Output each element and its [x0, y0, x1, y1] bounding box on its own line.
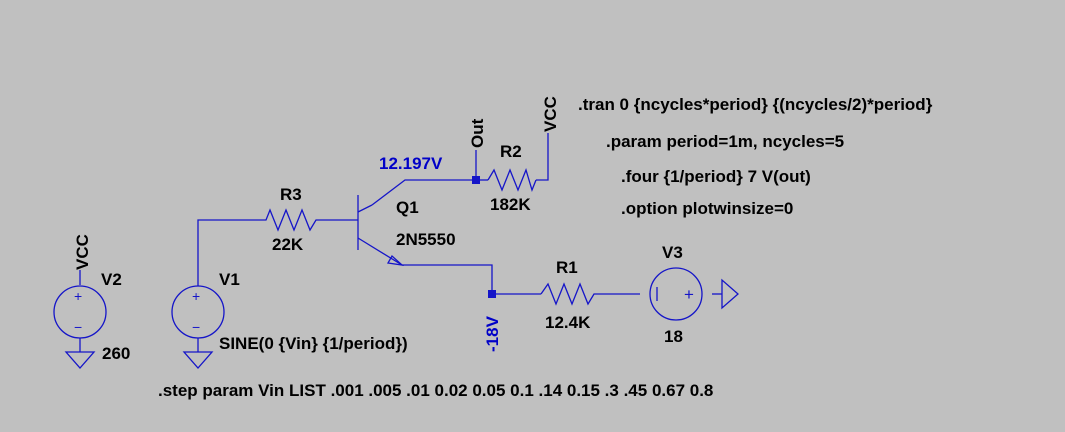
net-label-vcc-left: VCC — [73, 234, 92, 270]
r2-value: 182K — [490, 195, 531, 214]
out-node[interactable] — [472, 176, 480, 184]
resistor-r1[interactable] — [540, 282, 600, 306]
wire-emitter[interactable] — [402, 264, 493, 294]
q1-name: Q1 — [396, 198, 419, 217]
ground-v1-icon — [182, 351, 214, 369]
v3-value: 18 — [664, 327, 683, 346]
v2-name: V2 — [101, 270, 122, 289]
probe-emitter-voltage: -18V — [483, 315, 502, 352]
v1-value: SINE(0 {Vin} {1/period}) — [219, 334, 408, 353]
wire-r2-vcc[interactable] — [536, 133, 549, 181]
source-v2[interactable]: + − — [53, 285, 107, 339]
source-v1[interactable]: + − — [171, 285, 225, 339]
probe-collector-voltage: 12.197V — [379, 154, 443, 173]
emitter-node[interactable] — [488, 290, 496, 298]
r3-value: 22K — [272, 235, 304, 254]
directive-step[interactable]: .step param Vin LIST .001 .005 .01 0.02 … — [158, 381, 713, 400]
v1-plus-icon: + — [192, 288, 200, 304]
r1-name: R1 — [556, 258, 578, 277]
directive-four[interactable]: .four {1/period} 7 V(out) — [621, 167, 811, 186]
net-label-out: Out — [468, 118, 487, 148]
ground-v3-icon — [721, 278, 739, 310]
v3-plus-icon: + — [684, 285, 694, 304]
resistor-r3[interactable] — [260, 208, 327, 232]
directive-tran[interactable]: .tran 0 {ncycles*period} {(ncycles/2)*pe… — [578, 95, 933, 114]
resistor-r2[interactable] — [487, 168, 537, 192]
ground-v2-icon — [64, 351, 96, 369]
v2-minus-icon: − — [74, 319, 82, 335]
wire-collector[interactable] — [371, 179, 476, 206]
emitter-arrow-icon — [386, 254, 405, 266]
v1-name: V1 — [219, 270, 240, 289]
v2-value: 260 — [102, 344, 130, 363]
wire-r3-v1[interactable] — [197, 219, 260, 286]
v1-minus-icon: − — [192, 319, 200, 335]
directive-option[interactable]: .option plotwinsize=0 — [621, 199, 793, 218]
wires — [79, 133, 722, 352]
r2-name: R2 — [500, 142, 522, 161]
v3-name: V3 — [662, 243, 683, 262]
source-v3[interactable]: + — [649, 267, 703, 321]
net-label-vcc-top: VCC — [541, 96, 560, 132]
q1-model: 2N5550 — [396, 230, 456, 249]
directive-param[interactable]: .param period=1m, ncycles=5 — [606, 132, 844, 151]
v2-plus-icon: + — [74, 288, 82, 304]
r1-value: 12.4K — [545, 313, 591, 332]
r3-name: R3 — [280, 185, 302, 204]
transistor-q1[interactable] — [357, 195, 405, 266]
